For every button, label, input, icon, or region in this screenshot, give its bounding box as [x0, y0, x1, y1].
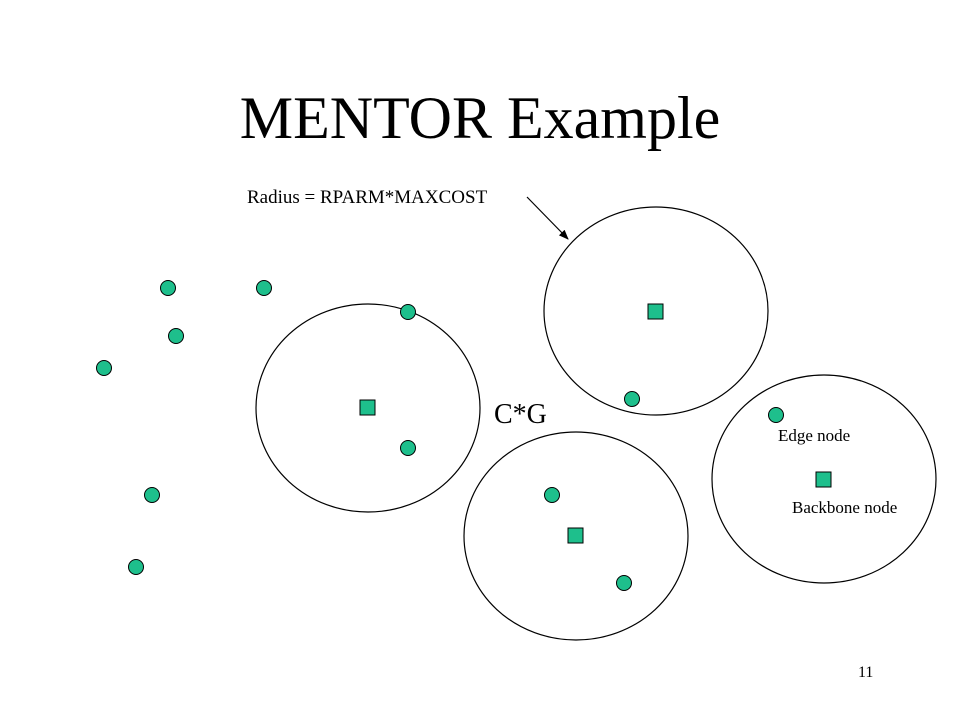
backbone-node — [567, 527, 584, 544]
backbone-node — [359, 399, 376, 416]
edge-node — [400, 304, 416, 320]
edge-node — [256, 280, 272, 296]
page-number: 11 — [858, 664, 874, 681]
backbone-node — [647, 303, 664, 320]
edge-node — [128, 559, 144, 575]
cluster-circle-left — [255, 303, 481, 513]
cg-label: C*G — [494, 399, 547, 430]
radius-arrow — [526, 196, 569, 240]
edge-node — [616, 575, 632, 591]
cluster-circle-bottom-middle — [463, 431, 689, 641]
cluster-circle-right — [711, 374, 937, 584]
slide-title: MENTOR Example — [239, 85, 721, 151]
radius-label: Radius = RPARM*MAXCOST — [247, 187, 488, 208]
edge-node — [160, 280, 176, 296]
edge-node — [624, 391, 640, 407]
edge-node — [400, 440, 416, 456]
cluster-circle-top-right — [543, 206, 769, 416]
backbone-node — [815, 471, 832, 488]
edge-node — [544, 487, 560, 503]
edge-node — [168, 328, 184, 344]
backbone-node-label: Backbone node — [792, 498, 898, 517]
edge-node-label: Edge node — [778, 426, 851, 445]
edge-node — [768, 407, 784, 423]
edge-node — [144, 487, 160, 503]
edge-node — [96, 360, 112, 376]
